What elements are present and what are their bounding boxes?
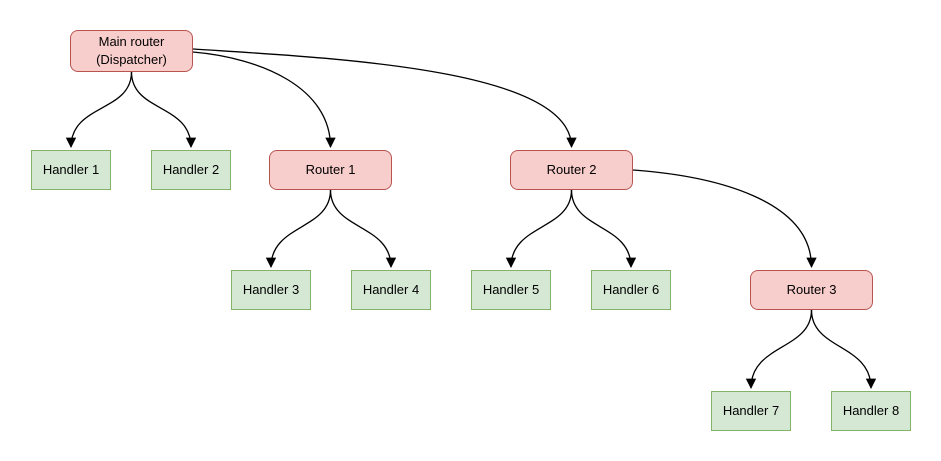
edge-router2-to-handler5 (505, 189, 573, 269)
node-router-3: Router 3 (750, 270, 873, 310)
edge-router2-to-handler6 (570, 189, 637, 269)
node-handler-3: Handler 3 (231, 270, 311, 310)
node-handler-8-label: Handler 8 (842, 403, 900, 419)
node-handler-6: Handler 6 (591, 270, 671, 310)
edge-router1-to-handler4 (329, 189, 397, 269)
node-main-router-label: Main router (Dispatcher) (96, 34, 167, 67)
node-handler-6-label: Handler 6 (602, 282, 660, 298)
node-handler-2-label: Handler 2 (162, 162, 220, 178)
node-handler-7-label: Handler 7 (722, 403, 780, 419)
node-handler-7: Handler 7 (711, 391, 791, 431)
node-handler-3-label: Handler 3 (242, 282, 300, 298)
edge-main-to-handler1 (65, 71, 133, 149)
edge-router1-to-handler3 (265, 189, 332, 269)
node-router-3-label: Router 3 (786, 282, 837, 298)
node-handler-2: Handler 2 (151, 150, 231, 190)
node-router-1: Router 1 (269, 150, 392, 190)
edge-router3-to-handler7 (745, 309, 813, 390)
node-router-2: Router 2 (510, 150, 633, 190)
node-handler-1: Handler 1 (31, 150, 111, 190)
edge-main-to-handler2 (130, 71, 197, 149)
node-handler-5-label: Handler 5 (482, 282, 540, 298)
node-handler-4: Handler 4 (351, 270, 431, 310)
edge-router2-to-router3 (632, 169, 817, 269)
edge-router3-to-handler8 (810, 309, 877, 390)
node-router-1-label: Router 1 (305, 162, 356, 178)
node-handler-4-label: Handler 4 (362, 282, 420, 298)
node-handler-5: Handler 5 (471, 270, 551, 310)
edge-main-to-router1 (192, 51, 336, 149)
node-handler-1-label: Handler 1 (42, 162, 100, 178)
node-router-2-label: Router 2 (546, 162, 597, 178)
node-handler-8: Handler 8 (831, 391, 911, 431)
node-main-router: Main router (Dispatcher) (70, 30, 193, 72)
edge-main-to-router2 (192, 48, 577, 149)
